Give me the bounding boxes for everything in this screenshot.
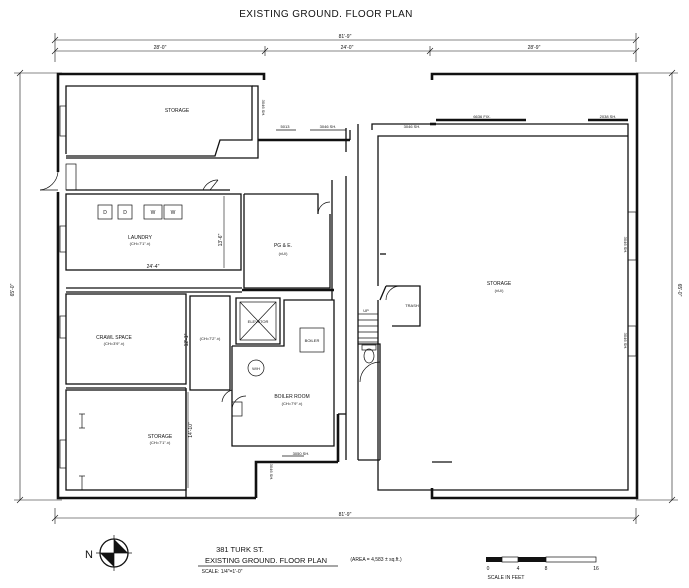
dim-storage-height: 14'-10" bbox=[188, 422, 194, 438]
room-label-laundry: LAUNDRY bbox=[128, 235, 152, 241]
room-label-storage-bl: STORAGE bbox=[148, 434, 173, 440]
room-sub-crawl: (CH=3'9".±) bbox=[104, 341, 125, 346]
boiler-room bbox=[231, 299, 335, 447]
tb-plan-title: EXISTING GROUND. FLOOR PLAN bbox=[205, 556, 327, 565]
room-label-storage-top: STORAGE bbox=[165, 108, 190, 114]
appliance-label-3: W bbox=[151, 210, 156, 216]
scale-tick-0: 0 bbox=[487, 566, 490, 572]
appliance-label-4: W bbox=[171, 210, 176, 216]
window-tag-4: 3046 SH. bbox=[404, 124, 421, 129]
room-label-crawl: CRAWL SPACE bbox=[96, 335, 132, 341]
left-entry bbox=[39, 163, 230, 191]
scale-caption: SCALE IN FEET bbox=[488, 575, 525, 581]
window-tag-10: 3046 SH. bbox=[269, 464, 274, 481]
window-tag-8: 3046 SH. bbox=[623, 333, 628, 350]
window-tag-6: 2038 SH. bbox=[600, 114, 617, 119]
storage-big-room bbox=[371, 118, 637, 491]
trash-room bbox=[379, 285, 421, 327]
crawl-space bbox=[59, 293, 187, 498]
north-arrow-icon bbox=[96, 535, 132, 571]
stair-up-label: UP bbox=[363, 308, 369, 313]
tb-address: 381 TURK ST. bbox=[216, 545, 264, 554]
central-stair bbox=[338, 124, 381, 461]
dim-small-height: 12'-1" bbox=[184, 333, 190, 346]
room-label-boiler: BOILER bbox=[305, 338, 320, 343]
appliance-label-1: D bbox=[103, 210, 107, 216]
scale-bar bbox=[486, 556, 597, 563]
dim-overall-top: 81'-9" bbox=[339, 34, 352, 40]
small-room bbox=[189, 295, 243, 417]
window-tag-7: 3046 SH. bbox=[623, 237, 628, 254]
window-tag-1: 3046 SH. bbox=[261, 100, 266, 117]
room-label-pge: PG & E. bbox=[274, 243, 292, 249]
plan-title: EXISTING GROUND. FLOOR PLAN bbox=[239, 9, 413, 20]
tb-area: (AREA = 4,583 ± sq.ft.) bbox=[350, 557, 402, 563]
storage-top-room bbox=[59, 85, 351, 159]
room-sub-storage-big: (±U/) bbox=[495, 288, 505, 293]
pge-room bbox=[242, 193, 334, 292]
window-tag-9: 3050 SH. bbox=[293, 451, 310, 456]
scale-tick-16: 16 bbox=[593, 566, 599, 572]
scale-tick-4: 4 bbox=[517, 566, 520, 572]
dim-overall-bottom: 81'-9" bbox=[339, 512, 352, 518]
appliance-washer-2 bbox=[163, 204, 183, 220]
room-sub-storage-bl: (CH=7'1".±) bbox=[150, 440, 171, 445]
room-sub-boiler-room: (CH=7'9".±) bbox=[282, 401, 303, 406]
scale-tick-8: 8 bbox=[545, 566, 548, 572]
dim-seg-left: 28'-0" bbox=[154, 45, 167, 51]
bottom-dimension-line bbox=[51, 508, 640, 524]
room-sub-laundry: (CH=7'1".±) bbox=[130, 241, 151, 246]
tb-scale: SCALE: 1/4"=1'-0" bbox=[202, 569, 243, 575]
room-sub-small: (CH=7'2".±) bbox=[200, 336, 221, 341]
appliance-dryer-1 bbox=[97, 204, 113, 220]
storage-bl-room bbox=[59, 389, 189, 491]
side-dimension-lines bbox=[14, 69, 678, 504]
laundry-room bbox=[59, 193, 242, 293]
dim-laundry-width: 24'-4" bbox=[147, 264, 160, 270]
dim-laundry-height: 13'-6" bbox=[218, 233, 224, 246]
window-tag-3: 3046 SH. bbox=[320, 124, 337, 129]
room-label-storage-big: STORAGE bbox=[487, 281, 512, 287]
room-sub-pge: (±U/) bbox=[279, 251, 289, 256]
dim-seg-mid: 24'-0" bbox=[341, 45, 354, 51]
appliance-dryer-2 bbox=[117, 204, 133, 220]
dim-seg-right: 28'-9" bbox=[528, 45, 541, 51]
bottom-middle-walls bbox=[264, 180, 340, 464]
dim-left-height: 65'-0" bbox=[10, 283, 16, 296]
north-label: N bbox=[85, 549, 93, 561]
elevator-shaft bbox=[235, 297, 281, 345]
room-label-elevator: ELEVATOR bbox=[248, 319, 269, 324]
exterior-walls bbox=[56, 72, 639, 500]
appliance-washer-1 bbox=[143, 204, 163, 220]
room-label-wh: W/H bbox=[252, 366, 260, 371]
appliance-label-2: D bbox=[123, 210, 127, 216]
top-dimension-lines bbox=[51, 33, 640, 62]
window-tag-2: 5013 bbox=[281, 124, 291, 129]
room-label-boiler-room: BOILER ROOM bbox=[274, 394, 309, 400]
dim-right-height: 65'-0" bbox=[676, 284, 682, 297]
window-tag-5: 6636 FIX. bbox=[473, 114, 490, 119]
room-label-trash: TRASH bbox=[405, 303, 419, 308]
laundry-appliances: D D W W bbox=[97, 204, 183, 220]
